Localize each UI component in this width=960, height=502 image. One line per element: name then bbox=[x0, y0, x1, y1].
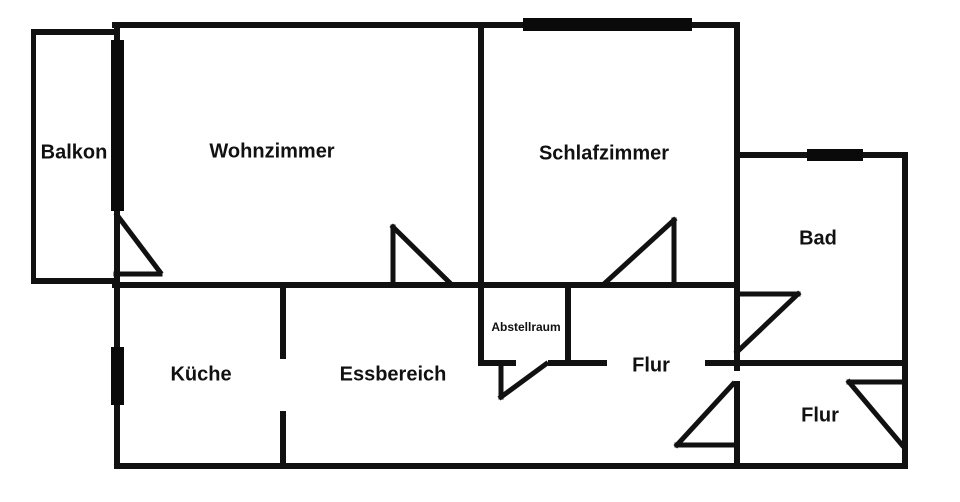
wall-flur-right-segment bbox=[705, 360, 908, 366]
wall-schlafzimmer-right bbox=[734, 22, 740, 371]
wall-top-outer bbox=[112, 22, 740, 28]
wall-abstellraum-bottom bbox=[481, 360, 516, 366]
bad-door-swing-line bbox=[733, 290, 802, 356]
wall-abstellraum-right bbox=[565, 285, 571, 366]
kueche-window-bar bbox=[111, 347, 124, 405]
wall-balkon-left bbox=[31, 29, 36, 284]
wohnzimmer-door-swing-line bbox=[389, 223, 454, 287]
room-label-bad: Bad bbox=[799, 227, 837, 250]
wall-right-outer bbox=[902, 152, 908, 469]
wall-mid-horizontal bbox=[112, 282, 740, 288]
bad-window-bar bbox=[807, 149, 863, 161]
wall-wohnzimmer-schlafzimmer-divider bbox=[478, 25, 484, 366]
schlafzimmer-window-bar bbox=[523, 18, 692, 31]
schlafzimmer-door-swing-line bbox=[601, 216, 678, 287]
room-label-balkon: Balkon bbox=[40, 141, 108, 164]
wall-flur-divider-lower bbox=[734, 381, 740, 469]
room-label-schlafzimmer: Schlafzimmer bbox=[538, 142, 670, 165]
wall-left-outer bbox=[114, 22, 120, 469]
room-label-essbereich: Essbereich bbox=[339, 363, 447, 386]
wall-balkon-top bbox=[31, 29, 117, 35]
wall-kueche-divider-upper bbox=[280, 285, 286, 359]
wall-kueche-divider-lower bbox=[280, 411, 286, 466]
abstellraum-door-swing-line bbox=[497, 360, 550, 401]
balkon-window-bar bbox=[111, 40, 124, 211]
room-label-flur-unten: Flur bbox=[801, 404, 839, 427]
room-label-kueche: Küche bbox=[170, 363, 232, 386]
flur-connection-door-swing-line bbox=[673, 380, 737, 449]
wall-bottom-outer bbox=[114, 463, 908, 469]
wall-flur-left-segment bbox=[548, 360, 607, 366]
entrance-door-swing-line bbox=[845, 378, 906, 449]
room-label-flur-mitte: Flur bbox=[632, 354, 670, 377]
room-label-abstellraum: Abstellraum bbox=[491, 320, 561, 334]
room-label-wohnzimmer: Wohnzimmer bbox=[209, 140, 335, 163]
balkon-door-swing-line bbox=[113, 211, 164, 276]
wall-balkon-bottom bbox=[31, 278, 117, 284]
